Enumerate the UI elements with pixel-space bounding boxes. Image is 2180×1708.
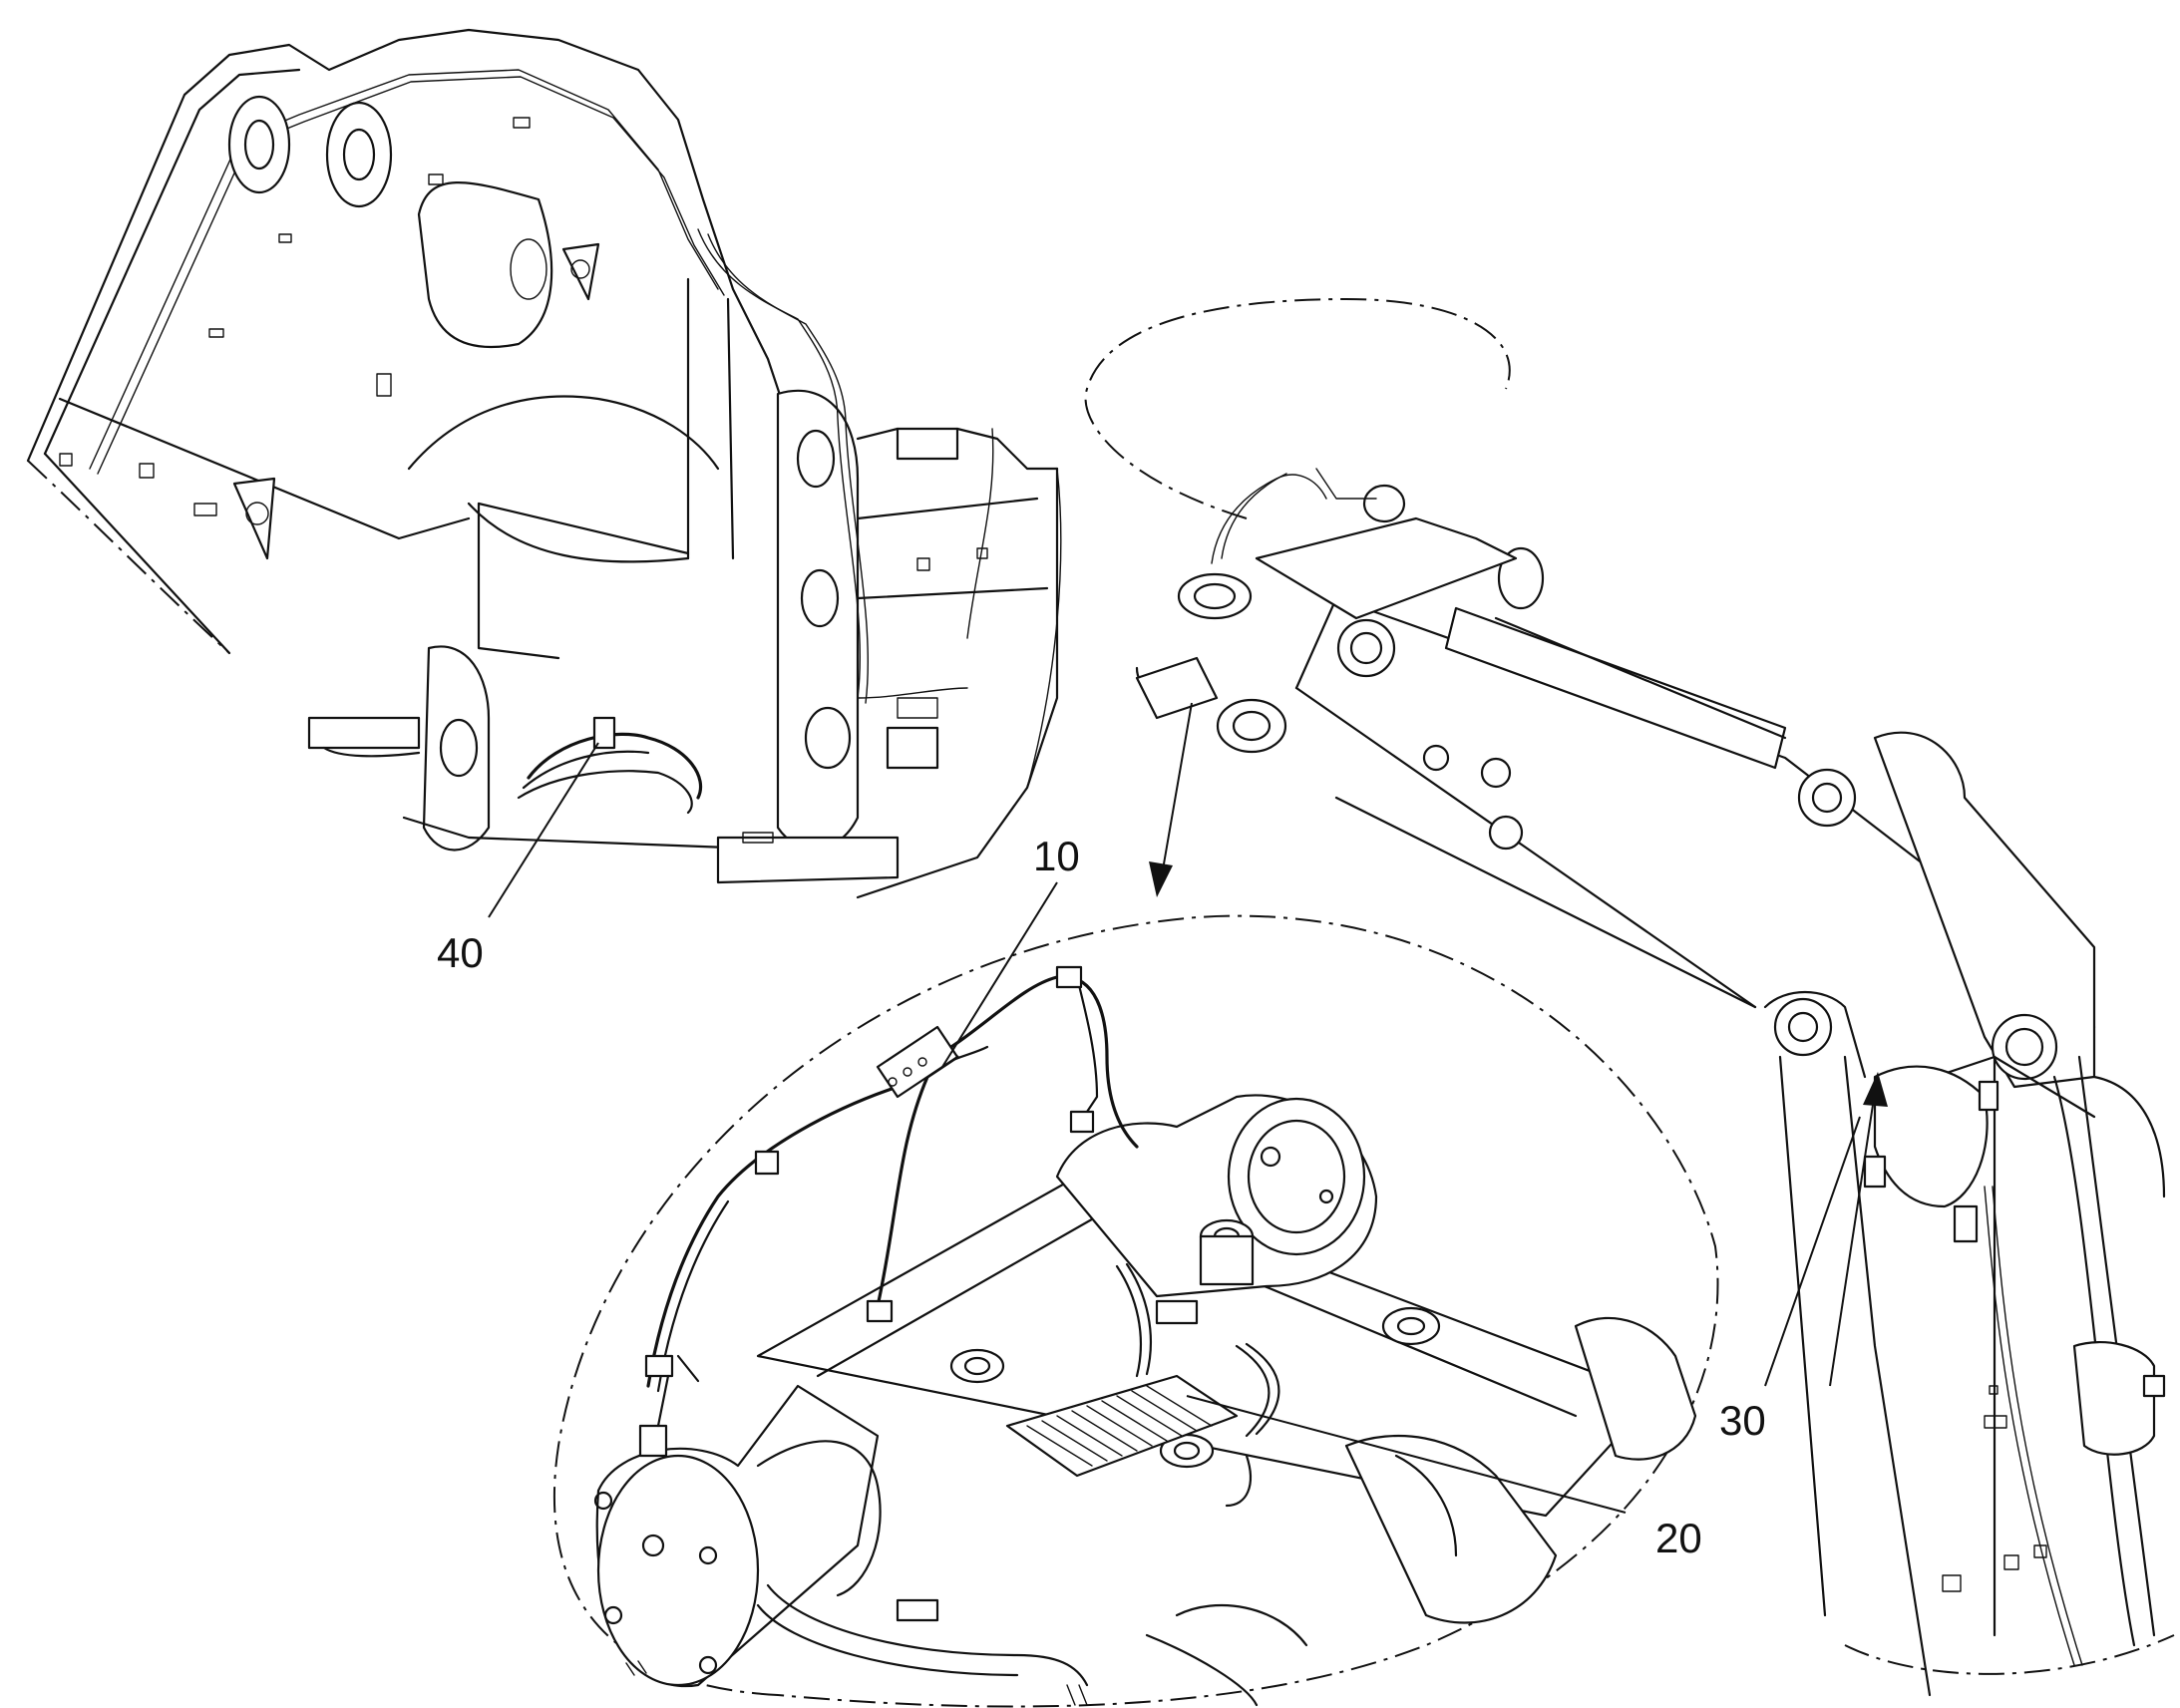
- leader-40: [488, 742, 599, 918]
- machine-frame-view: [26, 28, 1062, 899]
- reference-numeral-10: 10: [1033, 833, 1080, 879]
- boom-arm-view: [1294, 596, 2175, 1697]
- leader-20: [1186, 1395, 1627, 1514]
- reference-numeral-20: 20: [1655, 1515, 1702, 1561]
- reference-numeral-40: 40: [437, 929, 484, 976]
- leader-10: [941, 881, 1058, 1068]
- boom-head-callout: [1084, 297, 1545, 754]
- leader-lines: [488, 742, 1861, 1514]
- enlarged-detail-view: [552, 914, 1719, 1708]
- view-arrows: [1149, 702, 1888, 1387]
- valve-block-ribs: [1026, 1385, 1213, 1467]
- leader-30: [1764, 1116, 1861, 1387]
- reference-numeral-30: 30: [1719, 1397, 1766, 1444]
